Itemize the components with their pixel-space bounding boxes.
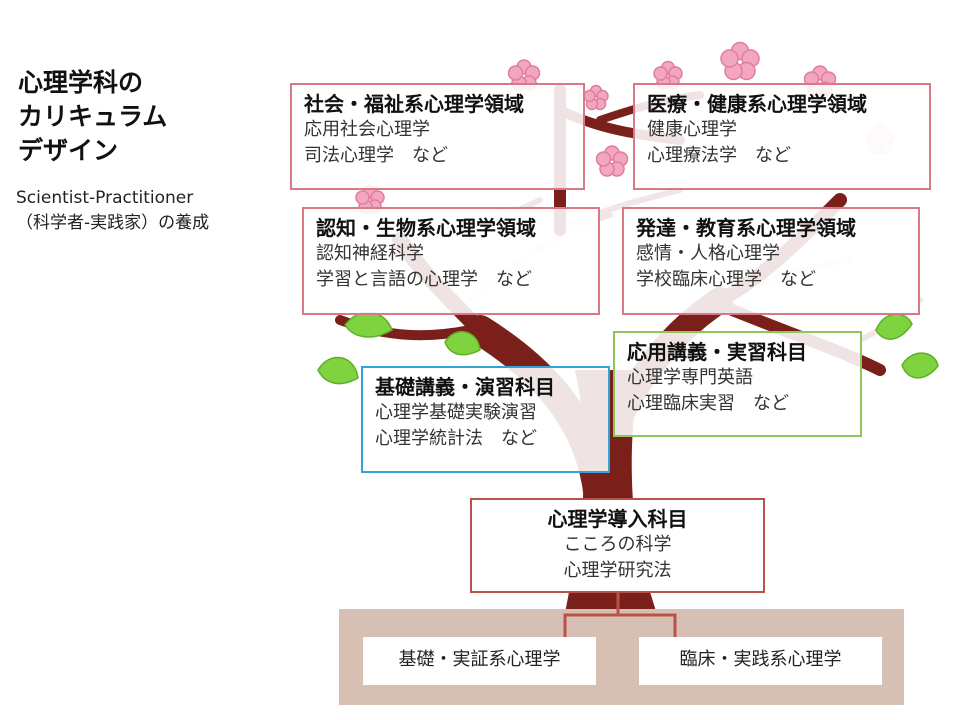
domain-heading: 社会・福祉系心理学領域 (304, 92, 524, 116)
basic-heading: 基礎講義・演習科目 (375, 375, 555, 399)
title-line: デザイン (18, 136, 119, 165)
intro-course: 心理学研究法 (563, 560, 672, 581)
title-block: 心理学科の カリキュラム デザイン (18, 66, 167, 168)
leaf-icon (317, 356, 359, 385)
blossom-icon (720, 41, 760, 81)
applied-course: 心理臨床実習 など (627, 393, 789, 414)
leaf-icon (901, 352, 939, 379)
domain-course: 応用社会心理学 (304, 119, 430, 140)
intro-heading: 心理学導入科目 (547, 507, 688, 531)
domain-course: 学習と言語の心理学 など (316, 269, 532, 290)
domain-heading: 医療・健康系心理学領域 (647, 92, 867, 116)
blossom-icon (583, 84, 609, 111)
domain-heading: 発達・教育系心理学領域 (636, 216, 856, 240)
domain-course: 学校臨床心理学 など (636, 269, 816, 290)
domain-course: 感情・人格心理学 (636, 243, 780, 264)
domain-box-medical-health: 医療・健康系心理学領域 健康心理学 心理療法学 など (633, 83, 931, 190)
intro-courses-box: 心理学導入科目 こころの科学 心理学研究法 (470, 498, 765, 593)
page-title: 心理学科の カリキュラム デザイン (18, 66, 167, 168)
title-line: カリキュラム (18, 102, 168, 131)
title-line: 心理学科の (18, 68, 144, 97)
domain-course: 健康心理学 (647, 119, 737, 140)
leaf-icon (875, 313, 913, 340)
root-label-basic: 基礎・実証系心理学 (363, 637, 596, 685)
applied-courses-box: 応用講義・実習科目 心理学専門英語 心理臨床実習 など (613, 331, 862, 437)
domain-course: 認知神経科学 (316, 243, 424, 264)
subtitle-line: （科学者-実践家）の養成 (16, 213, 210, 233)
leaf-icon (444, 331, 481, 356)
blossom-icon (595, 145, 629, 177)
basic-course: 心理学基礎実験演習 (375, 402, 537, 423)
domain-heading: 認知・生物系心理学領域 (316, 216, 536, 240)
leaf-icon (344, 311, 393, 338)
leaves (317, 311, 939, 385)
applied-heading: 応用講義・実習科目 (627, 340, 807, 364)
root-label-clinical: 臨床・実践系心理学 (639, 637, 882, 685)
subtitle-line: Scientist-Practitioner (16, 188, 194, 208)
basic-course: 心理学統計法 など (375, 428, 537, 449)
applied-course: 心理学専門英語 (627, 367, 753, 388)
subtitle: Scientist-Practitioner （科学者-実践家）の養成 (16, 186, 209, 236)
domain-box-developmental-educational: 発達・教育系心理学領域 感情・人格心理学 学校臨床心理学 など (622, 207, 920, 315)
basic-courses-box: 基礎講義・演習科目 心理学基礎実験演習 心理学統計法 など (361, 366, 610, 473)
domain-box-cognitive-biological: 認知・生物系心理学領域 認知神経科学 学習と言語の心理学 など (302, 207, 600, 315)
domain-course: 心理療法学 など (647, 145, 791, 166)
domain-course: 司法心理学 など (304, 145, 448, 166)
domain-box-social-welfare: 社会・福祉系心理学領域 応用社会心理学 司法心理学 など (290, 83, 585, 190)
intro-course: こころの科学 (563, 534, 672, 555)
